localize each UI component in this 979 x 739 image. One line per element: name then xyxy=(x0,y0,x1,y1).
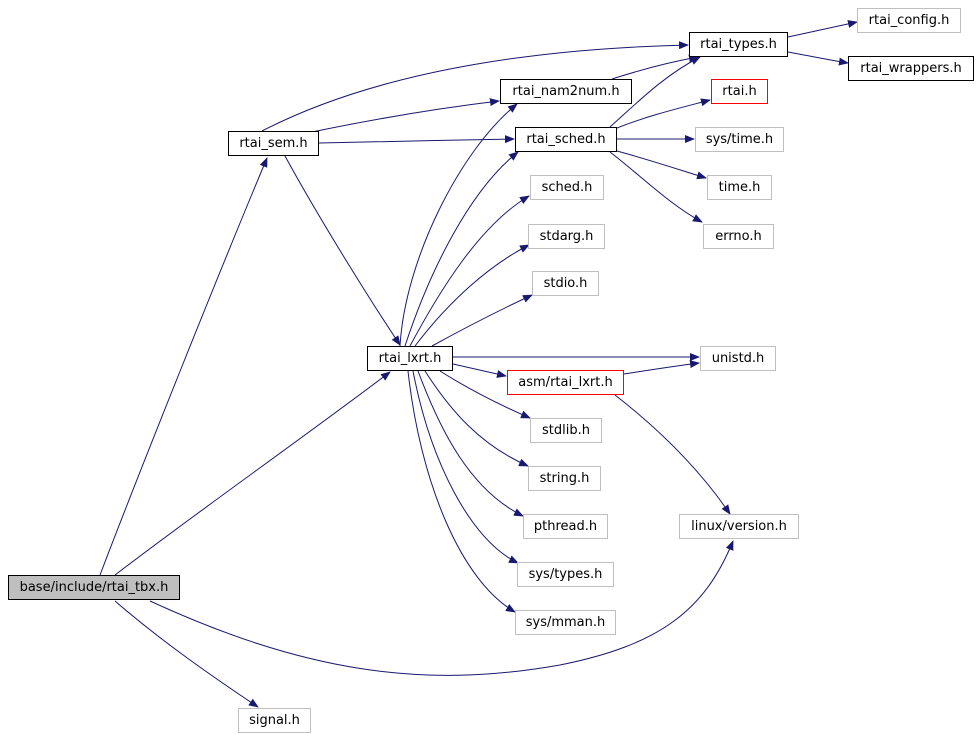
edge-rtai-sem-to-rtai-lxrt xyxy=(284,155,401,346)
edge-rtai-lxrt-to-stdarg xyxy=(414,244,530,347)
edge-rtai-tbx-to-linux-version xyxy=(149,540,734,676)
node-stdio-h[interactable]: stdio.h xyxy=(532,271,599,296)
edge-rtai-sem-to-rtai-types xyxy=(261,41,689,132)
node-errno-h[interactable]: errno.h xyxy=(703,224,774,249)
edge-rtai-sched-to-rtai xyxy=(616,98,711,129)
node-sys-time-h[interactable]: sys/time.h xyxy=(695,127,784,152)
edge-rtai-tbx-to-signal xyxy=(114,600,259,708)
node-signal-h[interactable]: signal.h xyxy=(238,708,311,733)
node-linux-version-h[interactable]: linux/version.h xyxy=(679,514,799,539)
node-pthread-h[interactable]: pthread.h xyxy=(523,514,608,539)
edge-rtai-sched-to-errno xyxy=(609,151,703,223)
node-rtai-nam2num-h[interactable]: rtai_nam2num.h xyxy=(500,79,632,104)
edge-rtai-sem-to-rtai-nam2num xyxy=(311,98,500,133)
node-rtai-wrappers-h[interactable]: rtai_wrappers.h xyxy=(848,56,974,81)
node-string-h[interactable]: string.h xyxy=(528,466,601,491)
node-rtai-types-h[interactable]: rtai_types.h xyxy=(689,32,788,57)
node-sched-h[interactable]: sched.h xyxy=(530,175,604,200)
edge-rtai-sched-to-rtai-types xyxy=(609,56,701,128)
edge-rtai-sched-to-time xyxy=(616,150,707,180)
edge-rtai-lxrt-to-pthread xyxy=(417,370,524,517)
node-stdarg-h[interactable]: stdarg.h xyxy=(528,224,605,249)
edge-rtai-lxrt-to-string xyxy=(424,370,529,467)
node-sys-types-h[interactable]: sys/types.h xyxy=(517,562,614,587)
node-rtai-sched-h[interactable]: rtai_sched.h xyxy=(515,127,617,152)
edge-rtai-nam2num-to-rtai-types xyxy=(611,54,699,80)
edge-rtai-lxrt-to-sched xyxy=(409,195,530,347)
edge-rtai-tbx-to-rtai-sem xyxy=(99,157,268,576)
node-asm-rtai-lxrt-h[interactable]: asm/rtai_lxrt.h xyxy=(507,370,624,395)
edge-rtai-lxrt-to-sys-mman xyxy=(407,370,516,613)
node-unistd-h[interactable]: unistd.h xyxy=(700,346,776,371)
edge-asm-rtai-lxrt-to-unistd xyxy=(623,360,700,375)
node-rtai-lxrt-h[interactable]: rtai_lxrt.h xyxy=(367,346,453,371)
node-sys-mman-h[interactable]: sys/mman.h xyxy=(515,610,616,635)
node-rtai-sem-h[interactable]: rtai_sem.h xyxy=(228,131,319,156)
edge-rtai-tbx-to-rtai-lxrt xyxy=(114,371,391,576)
node-rtai-tbx-h[interactable]: base/include/rtai_tbx.h xyxy=(8,575,180,600)
edge-rtai-sem-to-rtai-sched xyxy=(318,135,515,144)
edge-rtai-lxrt-to-stdlib xyxy=(439,370,531,419)
edge-asm-rtai-lxrt-to-linux-version xyxy=(614,394,731,515)
node-rtai-h[interactable]: rtai.h xyxy=(711,79,768,104)
edge-rtai-lxrt-to-sys-types xyxy=(412,370,519,564)
edge-rtai-lxrt-to-asm-rtai-lxrt xyxy=(452,363,507,378)
node-rtai-config-h[interactable]: rtai_config.h xyxy=(857,8,961,33)
node-stdlib-h[interactable]: stdlib.h xyxy=(530,418,602,443)
edge-rtai-lxrt-to-rtai-sched xyxy=(404,151,519,347)
edge-rtai-types-to-rtai-config xyxy=(787,20,858,38)
edge-rtai-types-to-rtai-wrappers xyxy=(787,51,849,66)
node-time-h[interactable]: time.h xyxy=(707,175,772,200)
edge-rtai-lxrt-to-stdio xyxy=(431,294,533,347)
edge-rtai-lxrt-to-rtai-nam2num xyxy=(399,103,518,347)
